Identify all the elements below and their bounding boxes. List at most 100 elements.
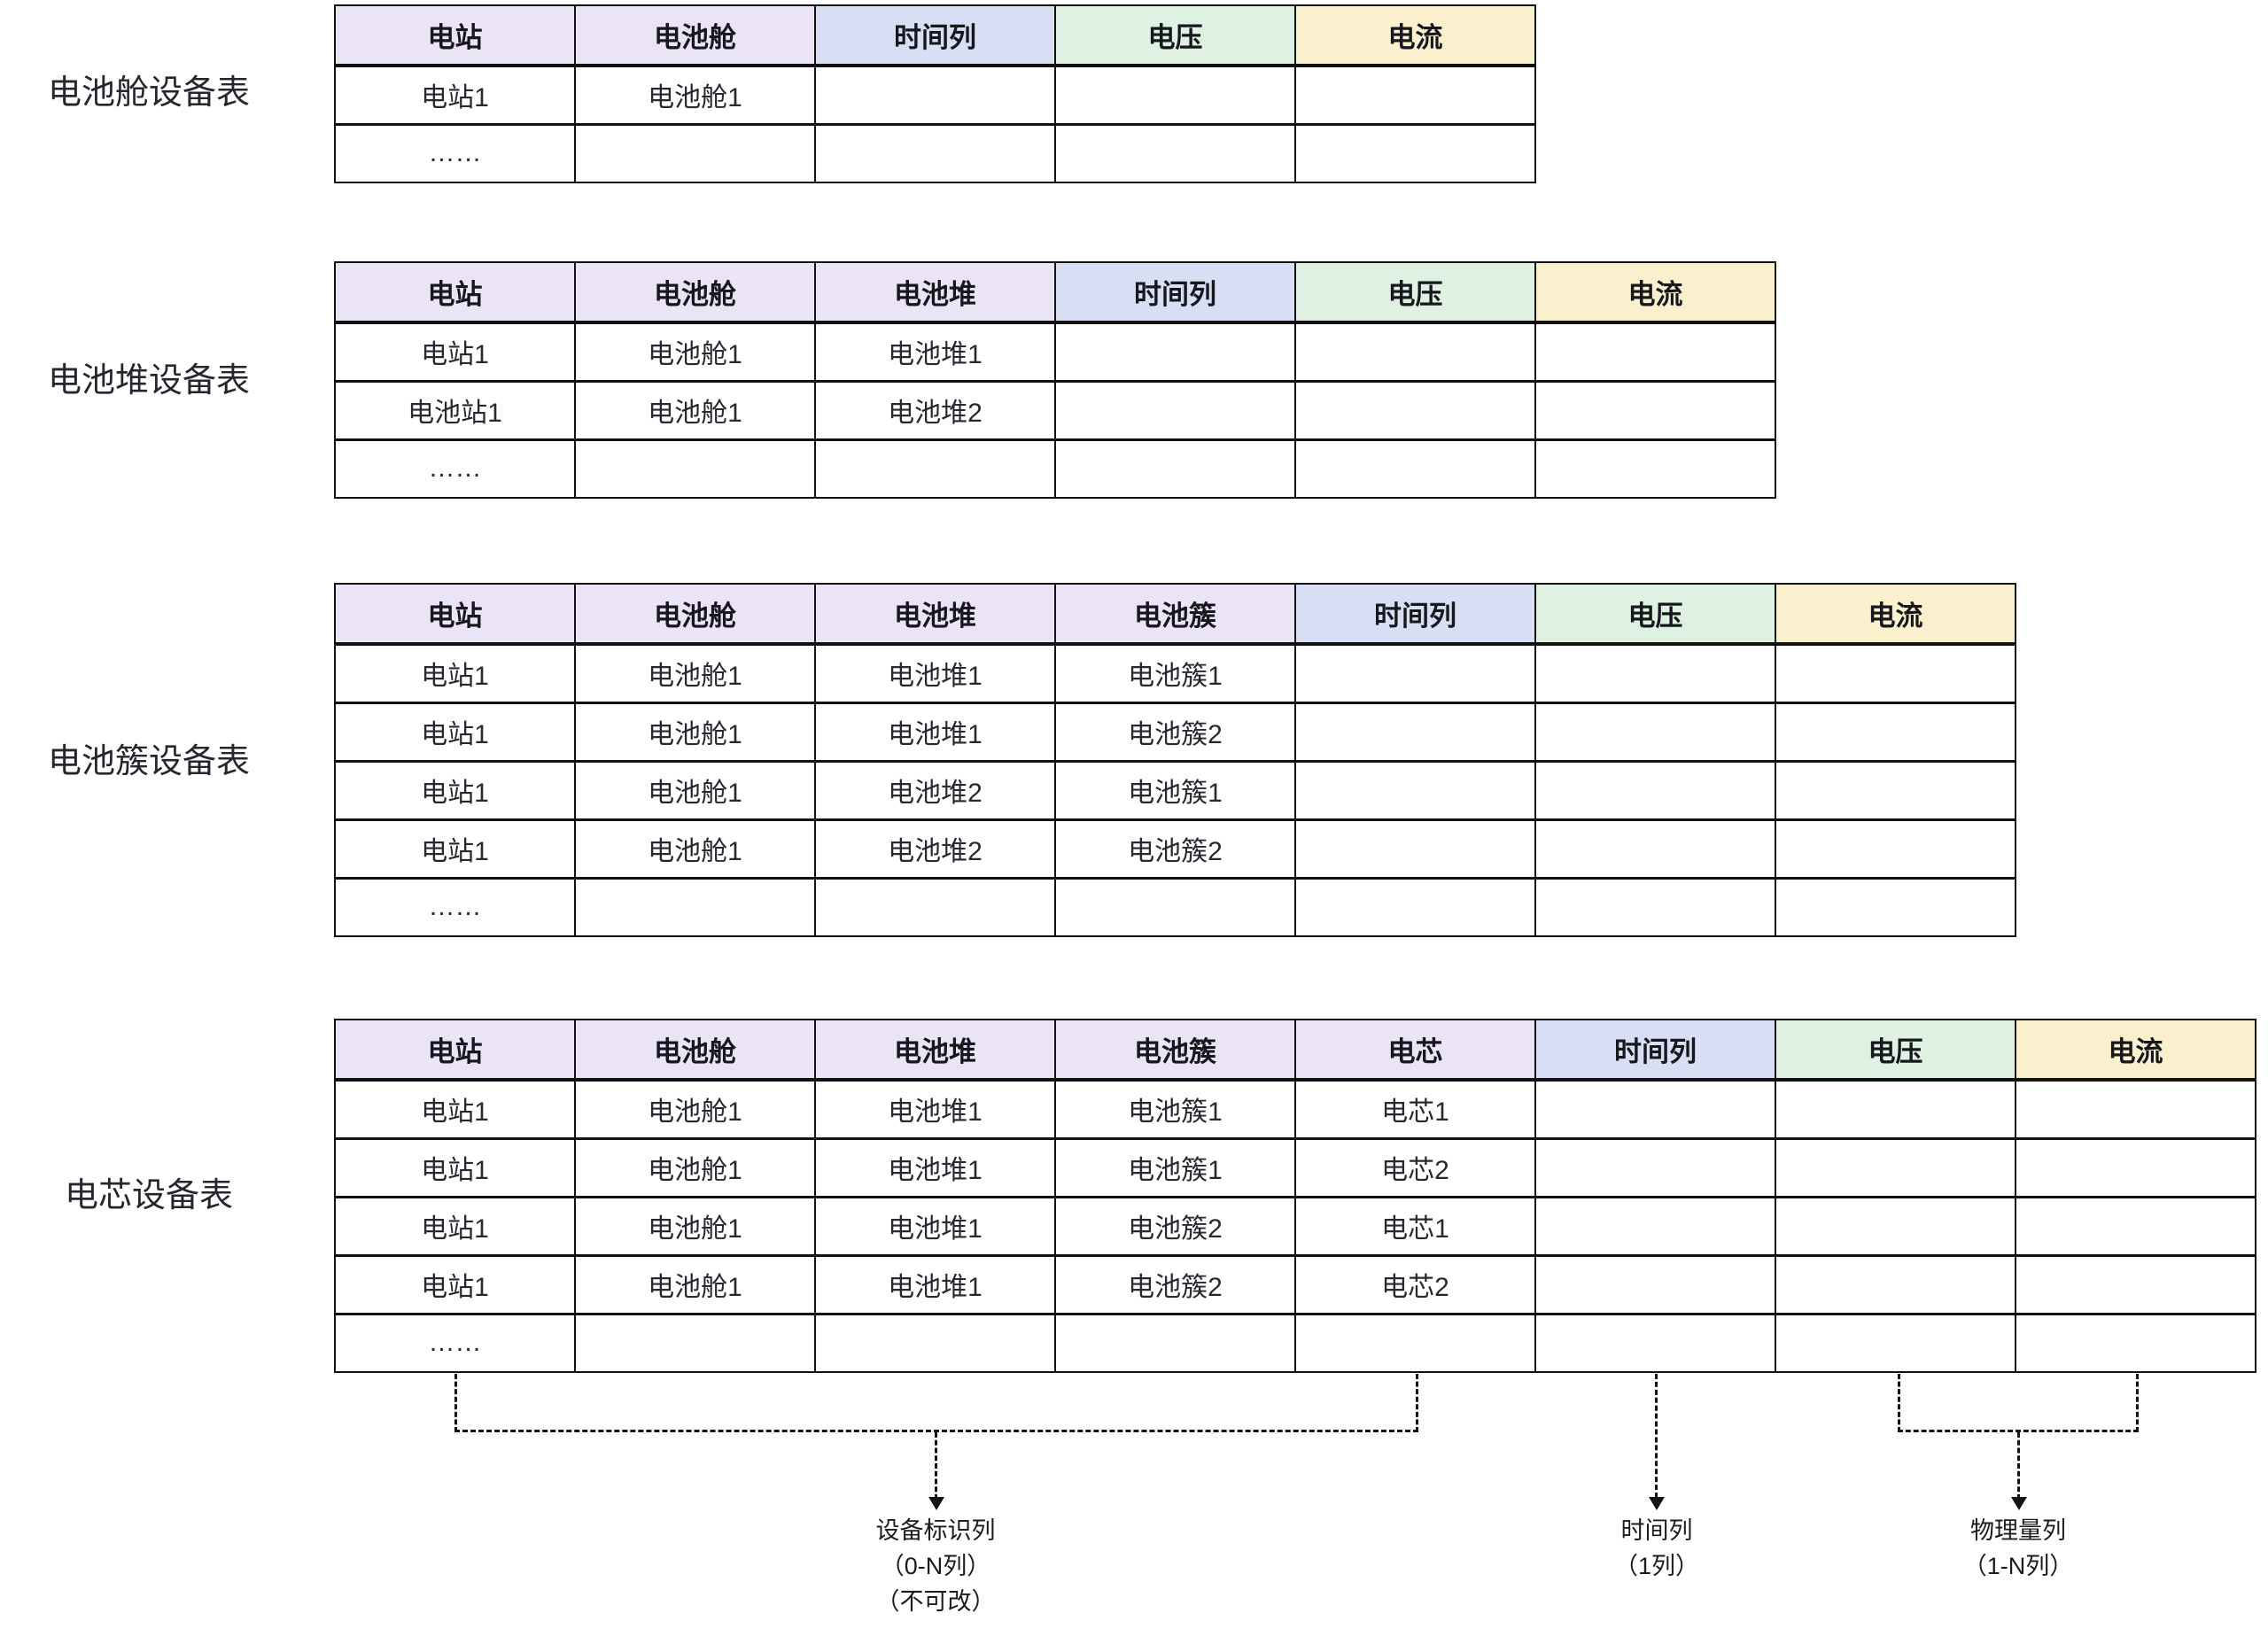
time-column-arrow-line (1655, 1374, 1658, 1498)
column-header-current: 电流 (2015, 1019, 2256, 1082)
table-cell: 电池舱1 (574, 321, 816, 382)
table-cell (1534, 1136, 1776, 1198)
table-cell: 电池舱1 (574, 1078, 816, 1139)
table-cell: 电池舱1 (574, 701, 816, 762)
table-cell: 电池簇1 (1054, 1078, 1296, 1139)
table-cell: 电池簇1 (1054, 759, 1296, 820)
table-cell (1534, 1253, 1776, 1314)
table-cell (1534, 1312, 1776, 1373)
table-cell (1534, 1078, 1776, 1139)
column-header-voltage: 电压 (1054, 4, 1296, 67)
column-header-device: 电站 (334, 1019, 576, 1082)
table-cell: 电池堆1 (814, 701, 1056, 762)
table-cell: 电池站1 (334, 379, 576, 440)
column-header-current: 电流 (1775, 583, 2016, 646)
column-header-device: 电站 (334, 261, 576, 324)
table-label-battery-stack: 电池堆设备表 (47, 362, 250, 399)
table-cell: 电站1 (334, 1195, 576, 1256)
table-row: …… (334, 438, 1776, 499)
column-header-time: 时间列 (1054, 261, 1296, 324)
annotation-line: （0-N列） (880, 1553, 991, 1579)
column-header-device: 电站 (334, 4, 576, 67)
table-row: …… (334, 1312, 2256, 1373)
table-cell (1294, 379, 1536, 440)
annotation-line: 物理量列 (1970, 1517, 2066, 1544)
table-header-row: 电站电池舱电池堆电池簇电芯时间列电压电流 (334, 1019, 2256, 1082)
physical-columns-bracket (1898, 1374, 2139, 1432)
table-cell: 电池舱1 (574, 379, 816, 440)
table-cell (1294, 438, 1536, 499)
table-cell: 电池簇2 (1054, 1195, 1296, 1256)
table-header-row: 电站电池舱电池堆时间列电压电流 (334, 261, 1776, 324)
table-cell (1534, 818, 1776, 879)
table-cell (1294, 122, 1536, 183)
table-cell: 电芯1 (1294, 1078, 1536, 1139)
table-cell (1294, 642, 1536, 703)
table-cell (1294, 1312, 1536, 1373)
table-cell (1775, 759, 2016, 820)
table-cell: 电池舱1 (574, 1195, 816, 1256)
table-cell: 电池堆1 (814, 321, 1056, 382)
table-cell (1775, 876, 2016, 937)
annotation-line: （不可改） (875, 1588, 996, 1615)
device-columns-down-arrow-icon (928, 1497, 944, 1510)
table-cell (574, 876, 816, 937)
table-cell (1054, 1312, 1296, 1373)
table-cell (2015, 1312, 2256, 1373)
table-label-battery-cluster: 电池簇设备表 (47, 743, 250, 780)
physical-columns-down-arrow-icon (2011, 1497, 2027, 1510)
table-cell (1534, 321, 1776, 382)
table-cell: …… (334, 1312, 576, 1373)
table-cell: 电站1 (334, 759, 576, 820)
table-cell: 电池舱1 (574, 642, 816, 703)
table-cell: 电站1 (334, 1253, 576, 1314)
column-header-device: 电池簇 (1054, 1019, 1296, 1082)
column-header-time: 时间列 (814, 4, 1056, 67)
column-header-device: 电池舱 (574, 583, 816, 646)
column-header-current: 电流 (1534, 261, 1776, 324)
table-cell (1294, 759, 1536, 820)
table-cell: 电池簇2 (1054, 818, 1296, 879)
table-cell (1294, 876, 1536, 937)
table-cell: 电池堆2 (814, 818, 1056, 879)
table-cell (2015, 1078, 2256, 1139)
column-header-device: 电池堆 (814, 583, 1056, 646)
table-cell: 电站1 (334, 1078, 576, 1139)
table-cell: 电站1 (334, 64, 576, 125)
table-cell: 电池舱1 (574, 64, 816, 125)
physical-columns-annotation: 物理量列 （1-N列） (1876, 1513, 2160, 1584)
table-label-battery-cabin: 电池舱设备表 (47, 74, 250, 112)
column-header-device: 电站 (334, 583, 576, 646)
table-row: …… (334, 122, 1536, 183)
annotation-line: （1列） (1613, 1553, 1700, 1579)
column-header-device: 电池舱 (574, 4, 816, 67)
annotation-line: 时间列 (1620, 1517, 1693, 1544)
table-label-battery-cell: 电芯设备表 (64, 1177, 233, 1214)
column-header-time: 时间列 (1294, 583, 1536, 646)
table-cell (1775, 1195, 2016, 1256)
table-header-row: 电站电池舱电池堆电池簇时间列电压电流 (334, 583, 2016, 646)
table-cell (1775, 701, 2016, 762)
table-cell (1054, 64, 1296, 125)
table-cell (814, 122, 1056, 183)
table-cell (1294, 321, 1536, 382)
table-cell (1775, 1253, 2016, 1314)
table-cell (2015, 1253, 2256, 1314)
column-header-device: 电池舱 (574, 1019, 816, 1082)
annotation-line: （1-N列） (1962, 1553, 2074, 1579)
device-columns-annotation: 设备标识列 （0-N列） （不可改） (794, 1513, 1077, 1619)
table-cell (814, 876, 1056, 937)
table-cell (1534, 759, 1776, 820)
